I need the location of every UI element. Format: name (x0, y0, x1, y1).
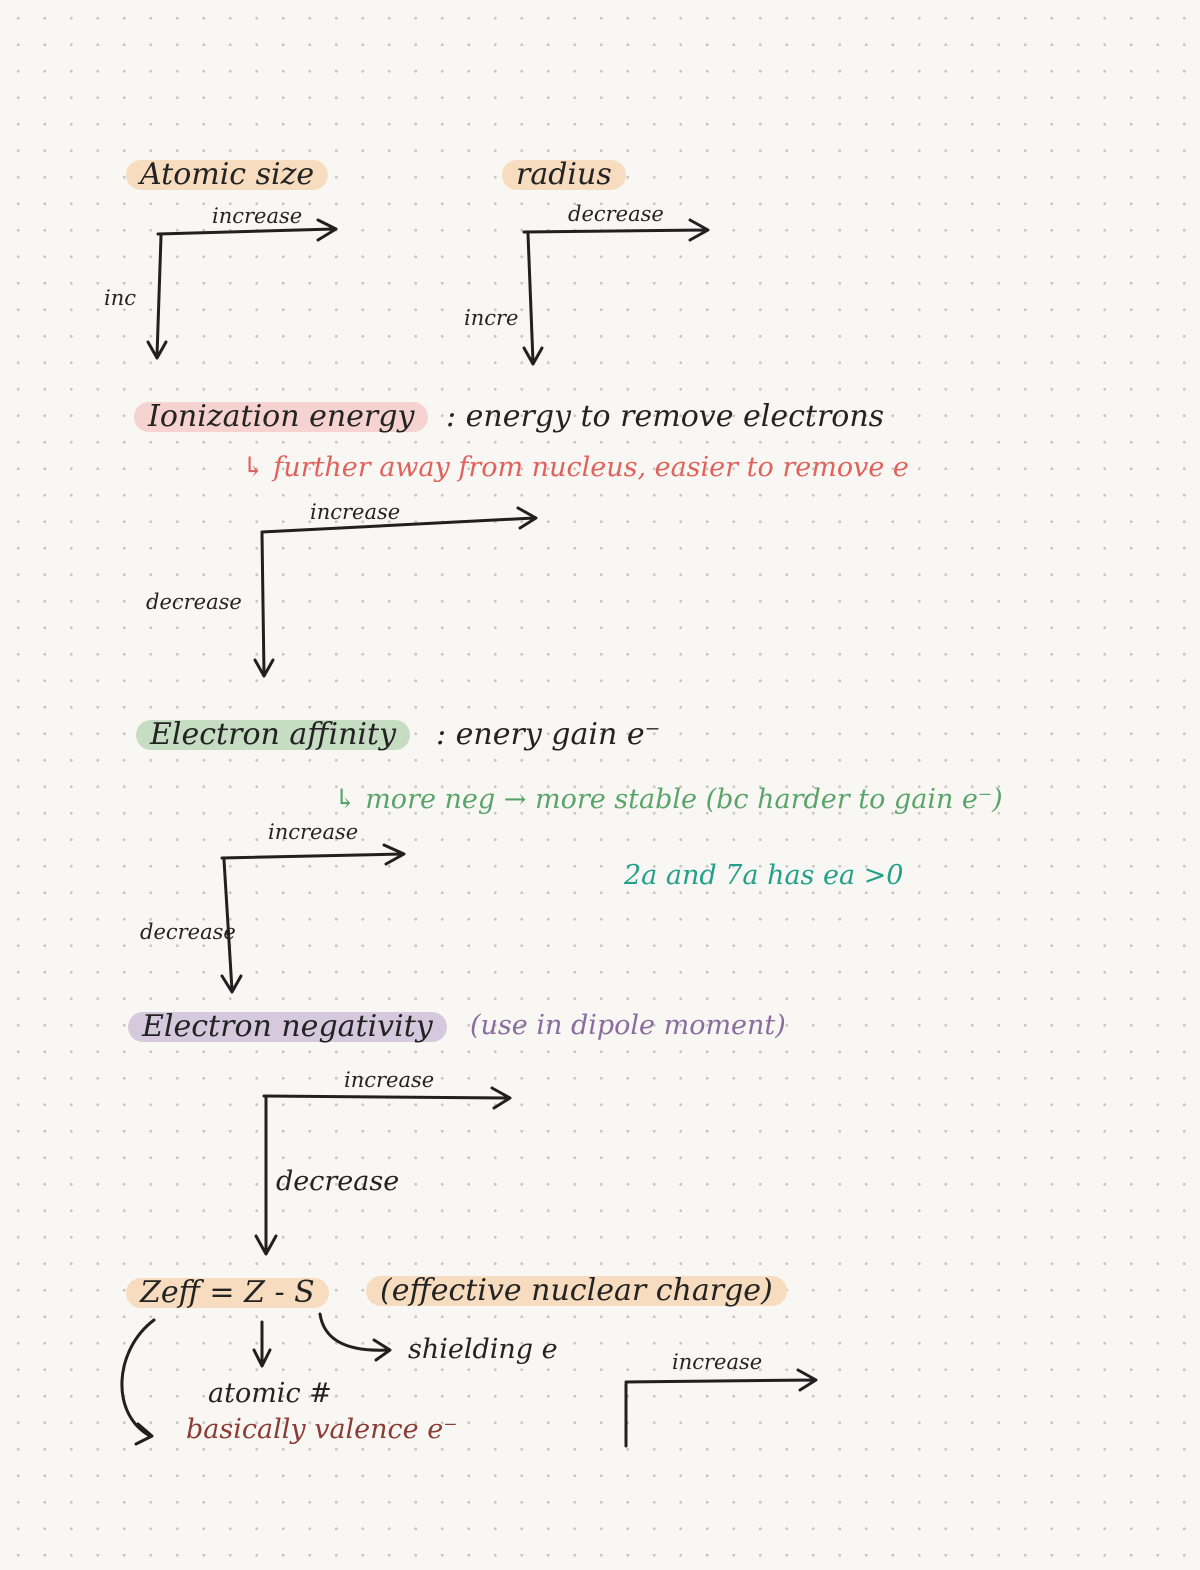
electron-negativity-title: Electron negativity (128, 1012, 447, 1042)
ionization-energy-definition: : energy to remove electrons (446, 399, 885, 434)
affinity-side-note: 2a and 7a has ea >0 (624, 860, 904, 891)
negativity-down-arrow (254, 1096, 278, 1256)
atomic-size-down-arrow (146, 234, 168, 360)
zeff-z-down-arrow (252, 1320, 272, 1368)
electron-affinity-title: Electron affinity (136, 720, 411, 750)
zeff-s-curve-arrow (318, 1312, 392, 1362)
electron-affinity-definition: : enery gain e⁻ (436, 717, 661, 752)
zeff-formula: Zeff = Z - S (126, 1278, 329, 1308)
negativity-down-label: decrease (276, 1166, 400, 1197)
valence-label: basically valence e⁻ (186, 1414, 458, 1445)
radius-down-label: incre (464, 306, 519, 330)
atomic-size-title: Atomic size (126, 160, 329, 190)
radius-across-label: decrease (568, 202, 664, 226)
ionization-down-label: decrease (146, 590, 242, 614)
negativity-across-label: increase (344, 1068, 435, 1092)
radius-down-arrow (522, 232, 544, 366)
affinity-down-label: decrease (140, 920, 236, 944)
electron-affinity-note: ↳ more neg → more stable (bc harder to g… (334, 784, 1003, 815)
zeff-across-label: increase (672, 1350, 763, 1374)
atomic-size-across-label: increase (212, 204, 303, 228)
atomic-number-label: atomic # (208, 1378, 332, 1409)
ionization-energy-title: Ionization energy (134, 402, 429, 432)
zeff-meaning: (effective nuclear charge) (366, 1276, 787, 1306)
ionization-energy-note: ↳ further away from nucleus, easier to r… (242, 452, 909, 483)
zeff-bracket-arrow (120, 1318, 156, 1446)
electron-negativity-note: (use in dipole moment) (470, 1010, 786, 1041)
affinity-across-label: increase (268, 820, 359, 844)
ionization-across-label: increase (310, 500, 401, 524)
affinity-right-arrow (220, 843, 406, 866)
ionization-down-arrow (253, 532, 275, 678)
radius-title: radius (502, 160, 626, 190)
atomic-size-down-label: inc (104, 286, 137, 310)
shielding-label: shielding e (408, 1334, 558, 1365)
